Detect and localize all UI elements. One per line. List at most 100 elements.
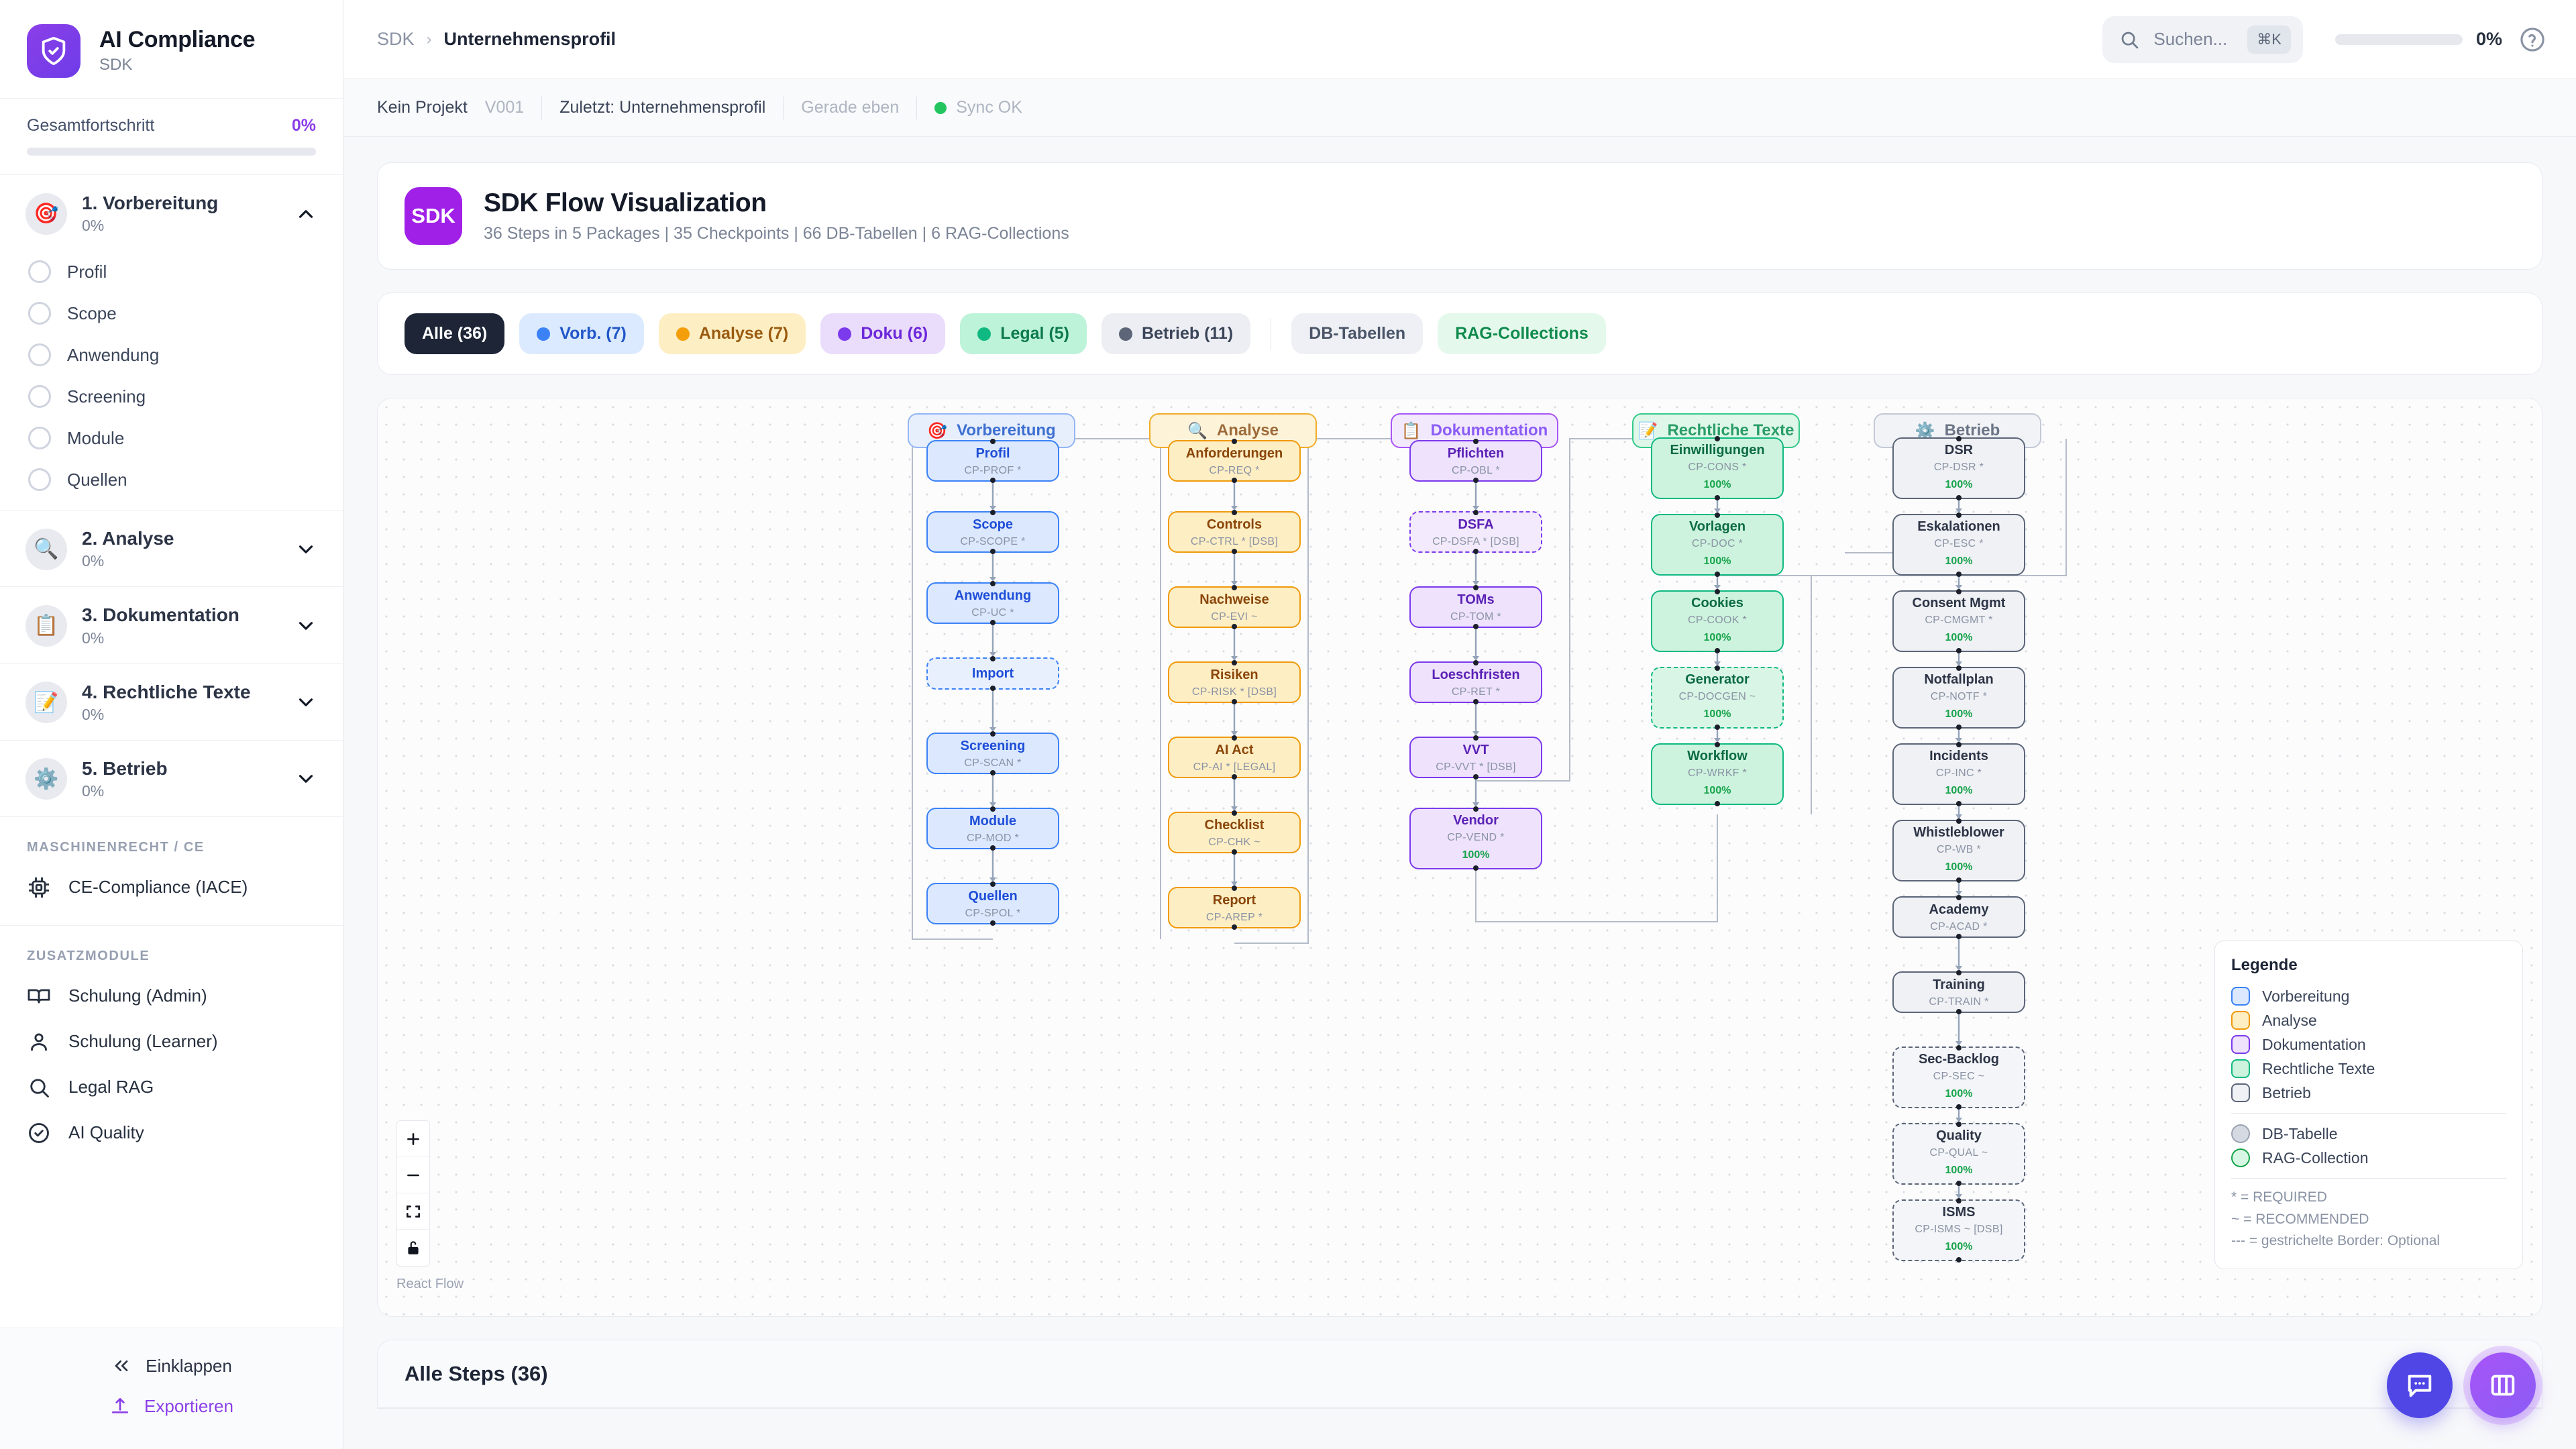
node-handle-bottom[interactable] <box>990 478 996 483</box>
node-handle-bottom[interactable] <box>1473 624 1479 629</box>
flow-visualization[interactable]: 🎯Vorbereitung🔍Analyse📋Dokumentation📝Rech… <box>377 398 2542 1317</box>
node-handle-bottom[interactable] <box>1473 478 1479 483</box>
sidebar-item-ai-quality[interactable]: AI Quality <box>0 1110 343 1156</box>
node-handle-top[interactable] <box>1715 436 1720 441</box>
node-handle-top[interactable] <box>990 510 996 515</box>
node-handle-top[interactable] <box>1473 735 1479 741</box>
flow-node-import[interactable]: Import <box>926 656 1059 691</box>
node-handle-bottom[interactable] <box>1956 1181 1962 1186</box>
breadcrumb-root[interactable]: SDK <box>377 29 415 49</box>
phase-item-scope[interactable]: Scope <box>0 292 343 334</box>
zoom-out-button[interactable] <box>397 1157 429 1193</box>
node-handle-bottom[interactable] <box>990 845 996 851</box>
node-handle-top[interactable] <box>1956 818 1962 824</box>
node-handle-top[interactable] <box>1715 665 1720 671</box>
filter-chip-legal-5[interactable]: Legal (5) <box>960 313 1087 354</box>
node-handle-bottom[interactable] <box>990 686 996 691</box>
node-handle-top[interactable] <box>990 806 996 812</box>
node-handle-top[interactable] <box>1715 513 1720 518</box>
node-handle-top[interactable] <box>1956 895 1962 900</box>
phase-item-anwendung[interactable]: Anwendung <box>0 334 343 376</box>
phase-item-radio[interactable] <box>28 260 51 284</box>
node-handle-top[interactable] <box>1956 589 1962 594</box>
node-handle-top[interactable] <box>1473 806 1479 812</box>
filter-chip-doku-6[interactable]: Doku (6) <box>820 313 946 354</box>
node-handle-bottom[interactable] <box>1232 924 1237 930</box>
node-handle-top[interactable] <box>1956 513 1962 518</box>
node-handle-top[interactable] <box>990 656 996 661</box>
help-circle-icon[interactable] <box>2518 25 2546 54</box>
sidebar-item-schulung-learner[interactable]: Schulung (Learner) <box>0 1019 343 1065</box>
collapse-sidebar-button[interactable]: Einklappen <box>0 1346 343 1386</box>
node-handle-top[interactable] <box>1232 510 1237 515</box>
phase-item-radio[interactable] <box>28 302 51 325</box>
node-handle-top[interactable] <box>990 731 996 737</box>
filter-chip-rag-collections[interactable]: RAG-Collections <box>1438 313 1606 354</box>
node-handle-bottom[interactable] <box>1473 549 1479 554</box>
chat-fab-button[interactable] <box>2387 1352 2453 1418</box>
node-handle-top[interactable] <box>1715 742 1720 747</box>
node-handle-top[interactable] <box>990 581 996 586</box>
flow-canvas-background[interactable]: 🎯Vorbereitung🔍Analyse📋Dokumentation📝Rech… <box>378 398 2542 1316</box>
node-handle-top[interactable] <box>1956 436 1962 441</box>
filter-chip-db-tabellen[interactable]: DB-Tabellen <box>1291 313 1424 354</box>
node-handle-top[interactable] <box>1956 1198 1962 1203</box>
zoom-in-button[interactable] <box>397 1121 429 1157</box>
node-handle-bottom[interactable] <box>1715 801 1720 806</box>
phase-item-radio[interactable] <box>28 343 51 367</box>
filter-chip-betrieb-11[interactable]: Betrieb (11) <box>1102 313 1251 354</box>
phase-item-profil[interactable]: Profil <box>0 251 343 292</box>
node-handle-top[interactable] <box>1956 1045 1962 1051</box>
lock-toggle-button[interactable] <box>397 1230 429 1266</box>
search-input[interactable]: Suchen... ⌘K <box>2102 15 2303 63</box>
sidebar-item-ce-compliance[interactable]: CE-Compliance (IACE) <box>0 865 343 910</box>
filter-chip-alle-36[interactable]: Alle (36) <box>405 313 505 354</box>
node-handle-top[interactable] <box>1956 665 1962 671</box>
node-handle-bottom[interactable] <box>1715 648 1720 653</box>
panel-fab-button[interactable] <box>2470 1352 2536 1418</box>
node-handle-bottom[interactable] <box>1473 865 1479 871</box>
node-handle-bottom[interactable] <box>990 920 996 926</box>
node-handle-bottom[interactable] <box>1956 572 1962 577</box>
node-handle-bottom[interactable] <box>1956 934 1962 939</box>
node-handle-bottom[interactable] <box>1956 801 1962 806</box>
node-handle-bottom[interactable] <box>1473 774 1479 780</box>
fit-view-button[interactable] <box>397 1193 429 1230</box>
node-handle-bottom[interactable] <box>1956 495 1962 500</box>
node-handle-bottom[interactable] <box>1232 699 1237 704</box>
node-handle-top[interactable] <box>1473 510 1479 515</box>
node-handle-bottom[interactable] <box>1715 495 1720 500</box>
node-handle-top[interactable] <box>1956 1122 1962 1127</box>
react-flow-attribution[interactable]: React Flow <box>396 1277 464 1291</box>
phase-item-radio[interactable] <box>28 385 51 409</box>
node-handle-bottom[interactable] <box>1956 1104 1962 1110</box>
phase-item-screening[interactable]: Screening <box>0 376 343 417</box>
node-handle-top[interactable] <box>1232 735 1237 741</box>
brand-header[interactable]: AI Compliance SDK <box>0 0 343 99</box>
node-handle-top[interactable] <box>1473 439 1479 444</box>
